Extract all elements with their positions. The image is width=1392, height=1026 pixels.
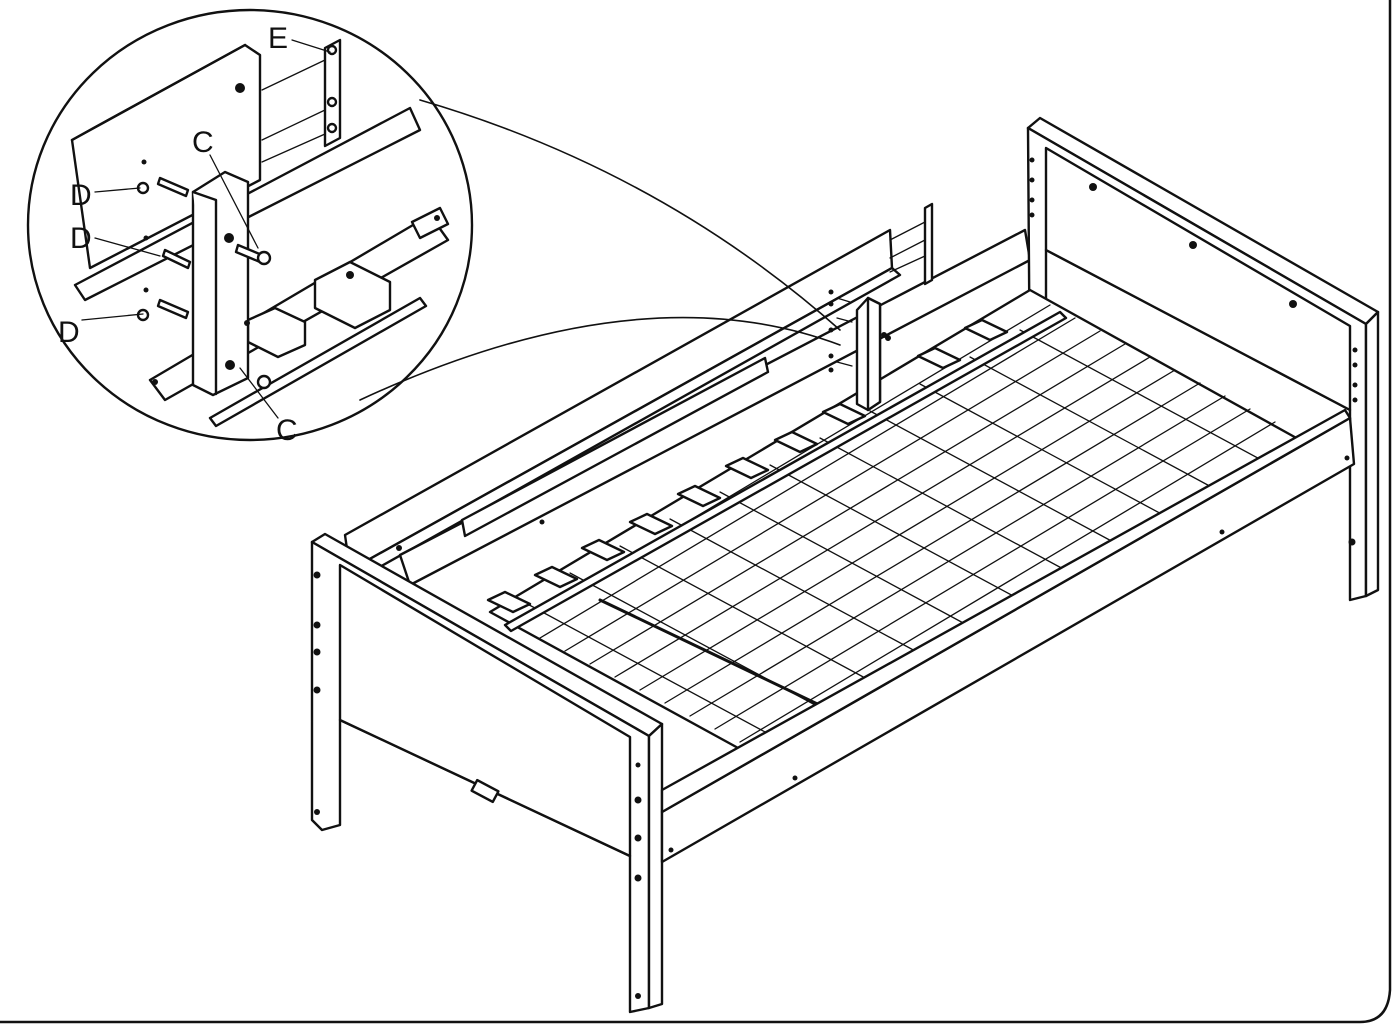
footboard bbox=[310, 532, 664, 1014]
callout-e: E bbox=[268, 22, 288, 55]
center-bracket bbox=[923, 202, 934, 286]
callout-c-top: C bbox=[192, 126, 214, 159]
callout-d-2: D bbox=[70, 222, 92, 255]
center-post bbox=[828, 289, 891, 412]
leader-curve-top bbox=[419, 99, 841, 331]
slat-group bbox=[488, 288, 1302, 762]
bed-frame bbox=[310, 116, 1380, 1014]
slat-clips bbox=[486, 318, 1009, 614]
leader-curve-bottom bbox=[359, 316, 841, 401]
detail-bracket-e bbox=[323, 38, 342, 148]
callout-d-3: D bbox=[58, 316, 80, 349]
detail-magnifier: E C D D D C bbox=[26, 8, 841, 447]
callout-c-bottom: C bbox=[276, 414, 298, 447]
center-support-bar bbox=[503, 310, 1068, 633]
callout-d-1: D bbox=[70, 179, 92, 212]
headboard bbox=[1026, 116, 1380, 602]
